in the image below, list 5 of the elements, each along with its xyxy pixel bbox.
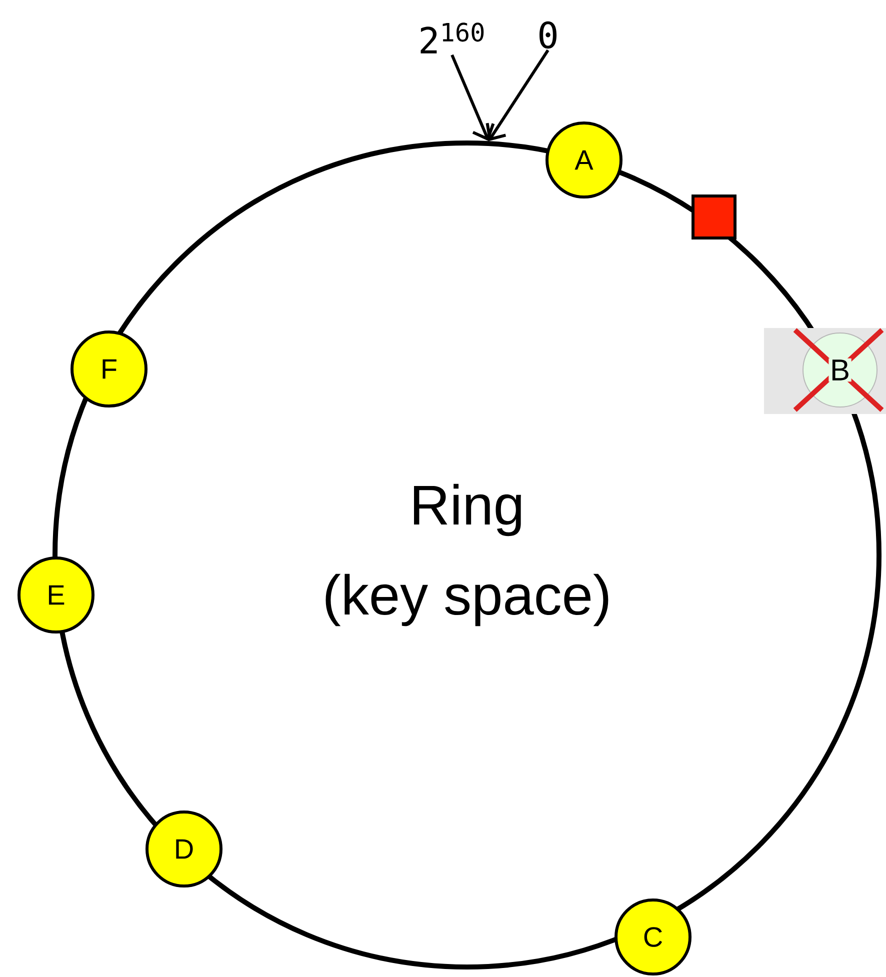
position-label: 2$^{160}$ — [420, 22, 484, 54]
position-label: 0 — [540, 21, 556, 49]
arrow — [450, 54, 495, 142]
arrow — [486, 49, 550, 142]
key-square — [692, 194, 736, 240]
